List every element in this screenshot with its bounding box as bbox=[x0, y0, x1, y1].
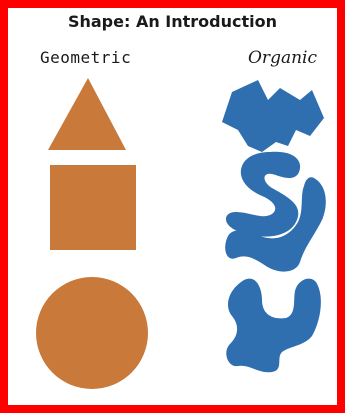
zigzag-blob-shape bbox=[222, 80, 324, 152]
triangle-shape bbox=[48, 78, 126, 150]
lumpy-blob-shape bbox=[226, 279, 321, 373]
circle-shape bbox=[36, 277, 148, 389]
square-shape bbox=[50, 165, 136, 250]
s-blob-shape bbox=[226, 152, 300, 237]
